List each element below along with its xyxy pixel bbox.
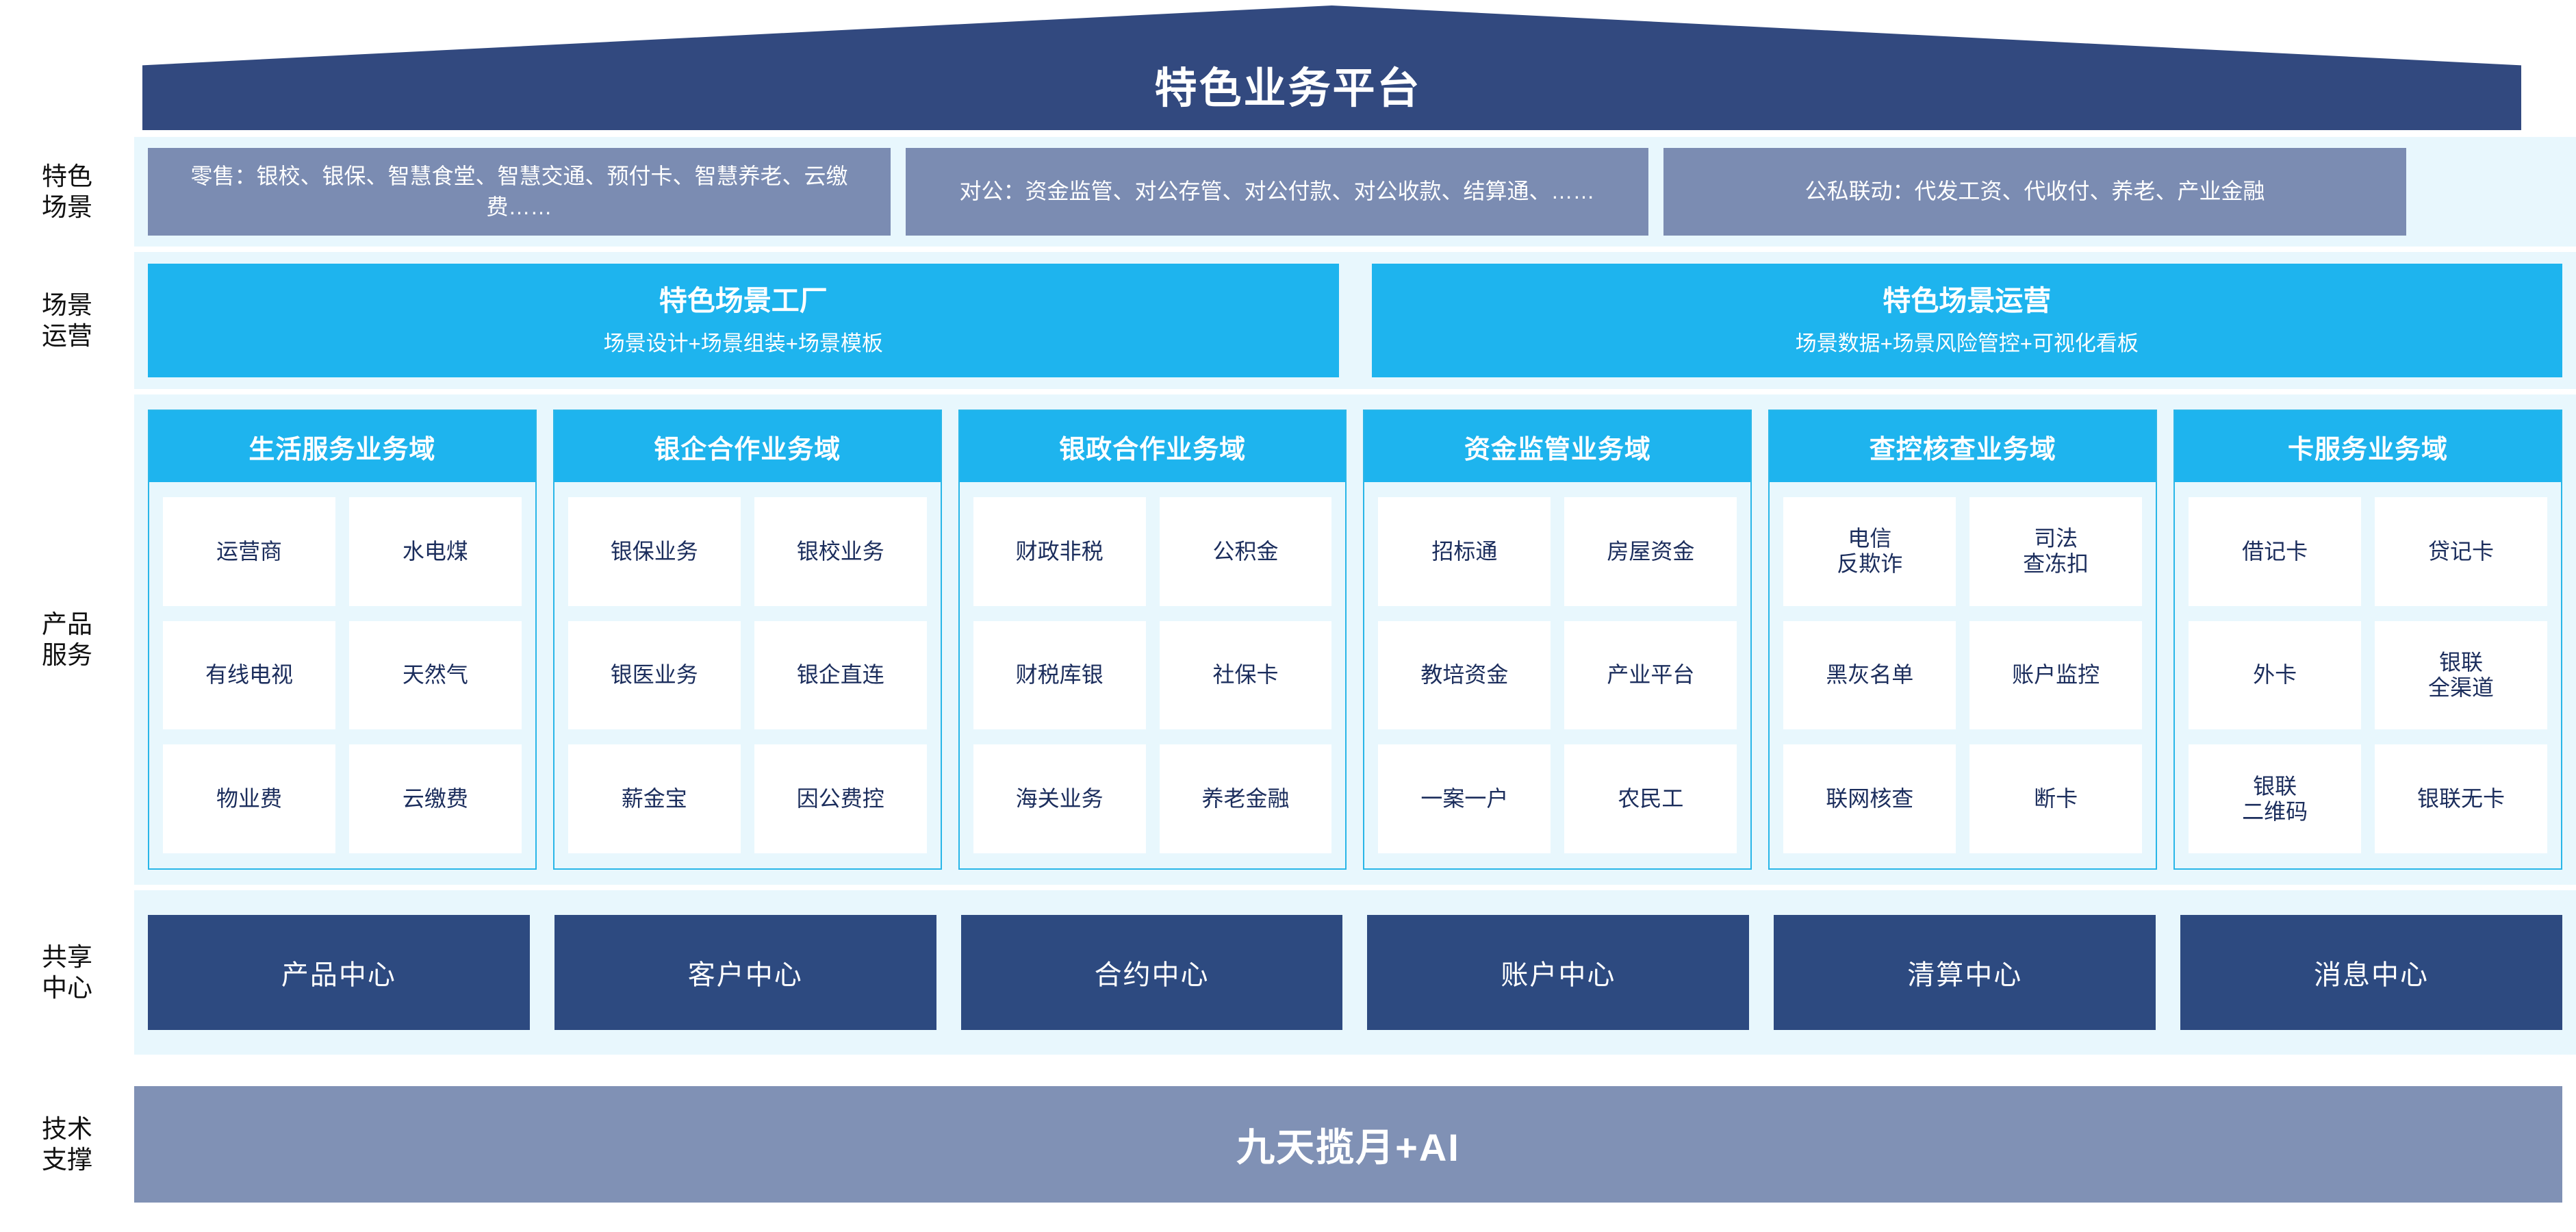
domain-chip-grid: 运营商 水电煤 有线电视 天然气 物业费 云缴费 — [149, 482, 535, 868]
chip[interactable]: 银保业务 — [568, 497, 741, 606]
domain-title: 查控核查业务域 — [1770, 411, 2156, 482]
chip[interactable]: 运营商 — [163, 497, 335, 606]
product-panel: 生活服务业务域 运营商 水电煤 有线电视 天然气 物业费 云缴费 银企合作业务域… — [134, 394, 2576, 885]
tech-support-row-label: 技术 支撑 — [0, 1066, 134, 1223]
chip[interactable]: 养老金融 — [1159, 744, 1332, 853]
domain-card-bank-government[interactable]: 银政合作业务域 财政非税 公积金 财税库银 社保卡 海关业务 养老金融 — [958, 410, 1347, 870]
domain-card-bank-enterprise[interactable]: 银企合作业务域 银保业务 银校业务 银医业务 银企直连 薪金宝 因公费控 — [552, 410, 942, 870]
scene-box-corporate[interactable]: 对公：资金监管、对公存管、对公付款、对公收款、结算通、…… — [906, 148, 1648, 236]
domain-chip-grid: 电信 反欺诈 司法 查冻扣 黑灰名单 账户监控 联网核查 断卡 — [1770, 482, 2156, 868]
chip[interactable]: 云缴费 — [348, 744, 522, 853]
operation-box-factory[interactable]: 特色场景工厂 场景设计+场景组装+场景模板 — [148, 264, 1339, 377]
scene-box-linkage[interactable]: 公私联动：代发工资、代收付、养老、产业金融 — [1663, 148, 2406, 236]
shared-center-row-label: 共享 中心 — [0, 890, 134, 1055]
operation-title: 特色场景工厂 — [659, 285, 828, 317]
chip[interactable]: 天然气 — [348, 620, 522, 730]
domain-card-fund-supervision[interactable]: 资金监管业务域 招标通 房屋资金 教培资金 产业平台 一案一户 农民工 — [1363, 410, 1752, 870]
tech-support-row: 技术 支撑 九天揽月+AI — [0, 1066, 2576, 1223]
page-title: 特色业务平台 — [1154, 65, 1422, 112]
operation-panel: 特色场景工厂 场景设计+场景组装+场景模板 特色场景运营 场景数据+场景风险管控… — [134, 252, 2576, 389]
chip[interactable]: 银医业务 — [568, 620, 741, 730]
tech-support-box[interactable]: 九天揽月+AI — [134, 1086, 2562, 1203]
domain-title: 卡服务业务域 — [2175, 411, 2561, 482]
domain-title: 银政合作业务域 — [959, 411, 1346, 482]
operation-subtitle: 场景数据+场景风险管控+可视化看板 — [1795, 331, 2139, 355]
chip[interactable]: 社保卡 — [1159, 620, 1332, 730]
chip[interactable]: 银校业务 — [754, 497, 927, 606]
chip[interactable]: 招标通 — [1378, 497, 1551, 606]
chip[interactable]: 电信 反欺诈 — [1783, 497, 1956, 606]
chip[interactable]: 司法 查冻扣 — [1969, 497, 2143, 606]
scene-box-retail[interactable]: 零售：银校、银保、智慧食堂、智慧交通、预付卡、智慧养老、云缴费…… — [148, 148, 891, 236]
chip[interactable]: 一案一户 — [1378, 744, 1551, 853]
domain-card-life-service[interactable]: 生活服务业务域 运营商 水电煤 有线电视 天然气 物业费 云缴费 — [148, 410, 537, 870]
domain-chip-grid: 财政非税 公积金 财税库银 社保卡 海关业务 养老金融 — [960, 482, 1346, 868]
chip[interactable]: 海关业务 — [973, 744, 1146, 853]
chip[interactable]: 黑灰名单 — [1783, 620, 1956, 730]
chip[interactable]: 账户监控 — [1969, 620, 2143, 730]
operation-title: 特色场景运营 — [1883, 285, 2052, 317]
chip[interactable]: 产业平台 — [1564, 620, 1737, 730]
tech-support-panel: 九天揽月+AI — [134, 1066, 2576, 1223]
product-row-label: 产品 服务 — [0, 394, 134, 885]
scene-row: 特色 场景 零售：银校、银保、智慧食堂、智慧交通、预付卡、智慧养老、云缴费…… … — [0, 137, 2576, 247]
chip[interactable]: 银企直连 — [754, 620, 927, 730]
platform-banner: 特色业务平台 — [0, 5, 2576, 137]
domain-chip-grid: 借记卡 贷记卡 外卡 银联 全渠道 银联 二维码 银联无卡 — [2175, 482, 2561, 868]
chip[interactable]: 物业费 — [163, 744, 335, 853]
center-box-customer[interactable]: 客户中心 — [554, 915, 936, 1030]
domain-chip-grid: 银保业务 银校业务 银医业务 银企直连 薪金宝 因公费控 — [554, 482, 941, 868]
center-box-contract[interactable]: 合约中心 — [960, 915, 1343, 1030]
chip[interactable]: 银联 全渠道 — [2375, 620, 2547, 730]
chip[interactable]: 水电煤 — [348, 497, 522, 606]
chip[interactable]: 断卡 — [1969, 744, 2143, 853]
domain-chip-grid: 招标通 房屋资金 教培资金 产业平台 一案一户 农民工 — [1364, 482, 1750, 868]
shared-center-panel: 产品中心 客户中心 合约中心 账户中心 清算中心 消息中心 — [134, 890, 2576, 1055]
chip[interactable]: 教培资金 — [1378, 620, 1551, 730]
center-box-account[interactable]: 账户中心 — [1367, 915, 1750, 1030]
chip[interactable]: 财政非税 — [973, 497, 1146, 606]
chip[interactable]: 财税库银 — [973, 620, 1146, 730]
chip[interactable]: 银联无卡 — [2375, 744, 2547, 853]
chip[interactable]: 借记卡 — [2189, 497, 2362, 606]
center-box-product[interactable]: 产品中心 — [148, 915, 530, 1030]
scene-row-label: 特色 场景 — [0, 137, 134, 247]
chip[interactable]: 贷记卡 — [2375, 497, 2547, 606]
center-box-message[interactable]: 消息中心 — [2180, 915, 2562, 1030]
chip[interactable]: 联网核查 — [1783, 744, 1956, 853]
chip[interactable]: 房屋资金 — [1564, 497, 1737, 606]
domain-title: 银企合作业务域 — [554, 411, 941, 482]
chip[interactable]: 公积金 — [1159, 497, 1332, 606]
operation-row: 场景 运营 特色场景工厂 场景设计+场景组装+场景模板 特色场景运营 场景数据+… — [0, 252, 2576, 389]
chip[interactable]: 薪金宝 — [568, 744, 741, 853]
domain-card-investigation[interactable]: 查控核查业务域 电信 反欺诈 司法 查冻扣 黑灰名单 账户监控 联网核查 断卡 — [1768, 410, 2158, 870]
product-row: 产品 服务 生活服务业务域 运营商 水电煤 有线电视 天然气 物业费 云缴费 银… — [0, 394, 2576, 885]
shared-center-row: 共享 中心 产品中心 客户中心 合约中心 账户中心 清算中心 消息中心 — [0, 890, 2576, 1055]
scene-panel: 零售：银校、银保、智慧食堂、智慧交通、预付卡、智慧养老、云缴费…… 对公：资金监… — [134, 137, 2576, 247]
center-box-settlement[interactable]: 清算中心 — [1774, 915, 2156, 1030]
chip[interactable]: 外卡 — [2189, 620, 2362, 730]
chip[interactable]: 农民工 — [1564, 744, 1737, 853]
domain-title: 资金监管业务域 — [1364, 411, 1751, 482]
operation-subtitle: 场景设计+场景组装+场景模板 — [603, 331, 883, 355]
domain-card-card-service[interactable]: 卡服务业务域 借记卡 贷记卡 外卡 银联 全渠道 银联 二维码 银联无卡 — [2173, 410, 2562, 870]
operation-row-label: 场景 运营 — [0, 252, 134, 389]
chip[interactable]: 有线电视 — [163, 620, 335, 730]
domain-title: 生活服务业务域 — [149, 411, 535, 482]
chip[interactable]: 银联 二维码 — [2189, 744, 2362, 853]
chip[interactable]: 因公费控 — [754, 744, 927, 853]
operation-box-运营[interactable]: 特色场景运营 场景数据+场景风险管控+可视化看板 — [1371, 264, 2562, 377]
